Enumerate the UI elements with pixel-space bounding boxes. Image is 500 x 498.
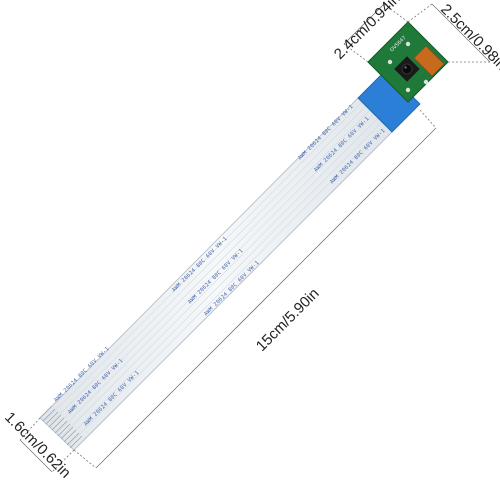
camera-board: OV5647	[367, 21, 449, 103]
dim-line-width-camera	[343, 3, 385, 45]
mount-hole	[423, 79, 429, 85]
dim-line-cable-width	[19, 439, 53, 473]
cable-conductors	[43, 101, 387, 447]
cable-contacts	[39, 405, 83, 449]
mount-hole	[387, 59, 393, 65]
dim-line-cable-length	[95, 127, 437, 469]
dim-line-height-camera	[431, 3, 491, 63]
mount-hole	[405, 41, 411, 47]
lens-glint	[404, 66, 407, 69]
lens-icon	[401, 63, 413, 75]
cable-stiffener	[357, 69, 421, 133]
flex-connector	[413, 45, 445, 77]
ribbon-cable: AWM 20624 80C 60V VW-1 AWM 20624 80C 60V…	[39, 97, 393, 451]
dimension-lines	[19, 3, 491, 473]
mount-hole	[405, 87, 411, 93]
label-cable-length: 15cm/5.90in	[253, 285, 323, 355]
